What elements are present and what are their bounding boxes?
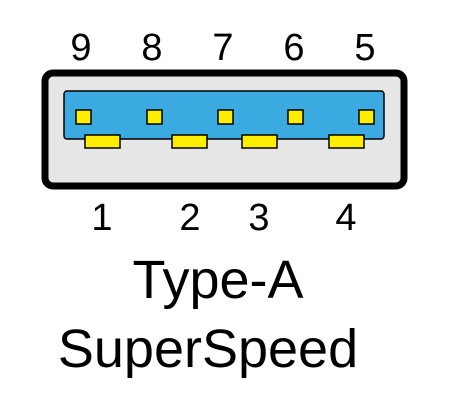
contact-pin-8 (146, 109, 163, 125)
pin-label-6: 6 (283, 27, 304, 69)
contact-pin-7 (217, 109, 234, 125)
contact-pin-4 (328, 134, 365, 149)
pin-label-1: 1 (91, 197, 112, 239)
pin-label-4: 4 (335, 197, 356, 239)
pin-label-2: 2 (179, 197, 200, 239)
contact-pin-5 (358, 109, 375, 125)
top-pin-labels: 9 8 7 6 5 (70, 27, 375, 69)
connector-speed-subtitle: SuperSpeed (58, 319, 358, 379)
pin-label-3: 3 (248, 197, 269, 239)
connector-type-title: Type-A (132, 250, 303, 310)
superspeed-contacts (75, 109, 375, 125)
pin-label-5: 5 (354, 27, 375, 69)
pin-label-8: 8 (141, 27, 162, 69)
contact-pin-6 (287, 109, 304, 125)
contact-pin-9 (75, 109, 92, 125)
pin-label-9: 9 (70, 27, 91, 69)
usb2-contacts (84, 134, 365, 149)
contact-pin-3 (241, 134, 278, 149)
pin-label-7: 7 (212, 27, 233, 69)
contact-pin-2 (171, 134, 208, 149)
contact-pin-1 (84, 134, 121, 149)
bottom-pin-labels: 1 2 3 4 (91, 197, 356, 239)
